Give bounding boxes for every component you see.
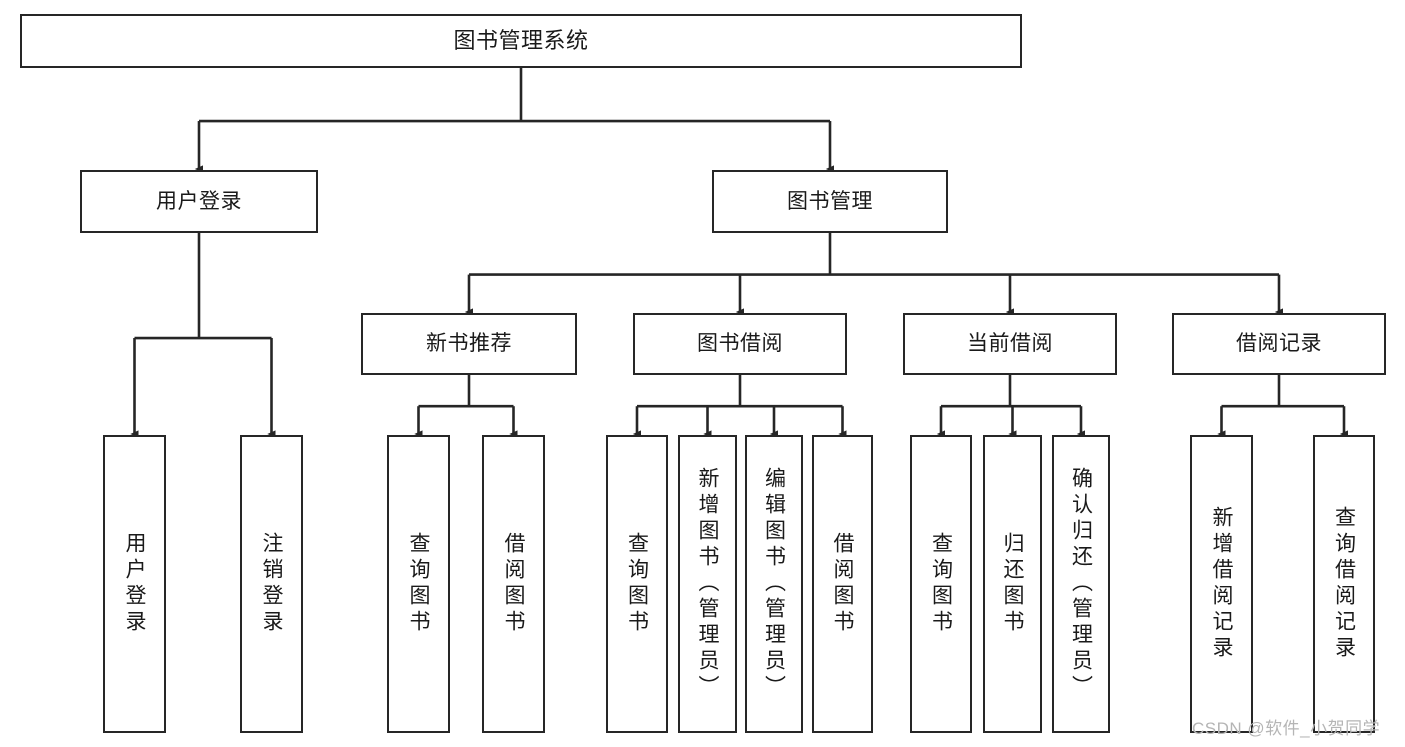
node-label: 图书借阅 (697, 332, 783, 356)
node-leaf-borrow-2: 新增图书（管理员） (678, 435, 737, 733)
node-leaf-login-2: 注销登录 (240, 435, 303, 733)
node-label: 借阅图书 (831, 532, 854, 636)
node-records: 借阅记录 (1172, 313, 1386, 375)
node-label: 新增图书（管理员） (696, 467, 719, 701)
node-leaf-rec-1: 新增借阅记录 (1190, 435, 1253, 733)
node-label: 当前借阅 (967, 332, 1053, 356)
node-leaf-rec-2: 查询借阅记录 (1313, 435, 1375, 733)
node-root: 图书管理系统 (20, 14, 1022, 68)
node-label: 用户登录 (156, 189, 242, 213)
node-label: 编辑图书（管理员） (762, 467, 786, 701)
node-label: 新书推荐 (426, 332, 512, 356)
node-leaf-cur-3: 确认归还（管理员） (1052, 435, 1110, 733)
node-borrow: 图书借阅 (633, 313, 847, 375)
node-bookmgmt: 图书管理 (712, 170, 948, 233)
node-label: 用户登录 (123, 532, 146, 636)
node-label: 借阅图书 (502, 532, 525, 636)
node-leaf-new-2: 借阅图书 (482, 435, 545, 733)
node-label: 查询图书 (929, 532, 953, 636)
node-label: 注销登录 (260, 532, 283, 636)
node-label: 图书管理 (787, 189, 873, 213)
node-label: 查询图书 (625, 532, 649, 636)
node-label: 图书管理系统 (453, 27, 589, 53)
node-current: 当前借阅 (903, 313, 1117, 375)
node-leaf-new-1: 查询图书 (387, 435, 450, 733)
node-leaf-cur-2: 归还图书 (983, 435, 1042, 733)
node-label: 查询借阅记录 (1332, 506, 1356, 662)
node-leaf-borrow-3: 编辑图书（管理员） (745, 435, 803, 733)
node-login: 用户登录 (80, 170, 318, 233)
node-leaf-cur-1: 查询图书 (910, 435, 972, 733)
node-newbook: 新书推荐 (361, 313, 577, 375)
node-label: 新增借阅记录 (1210, 506, 1233, 662)
node-leaf-login-1: 用户登录 (103, 435, 166, 733)
node-label: 确认归还（管理员） (1069, 467, 1093, 701)
node-label: 归还图书 (1001, 532, 1024, 636)
node-label: 查询图书 (407, 532, 430, 636)
node-leaf-borrow-1: 查询图书 (606, 435, 668, 733)
node-label: 借阅记录 (1236, 332, 1322, 356)
node-leaf-borrow-4: 借阅图书 (812, 435, 873, 733)
